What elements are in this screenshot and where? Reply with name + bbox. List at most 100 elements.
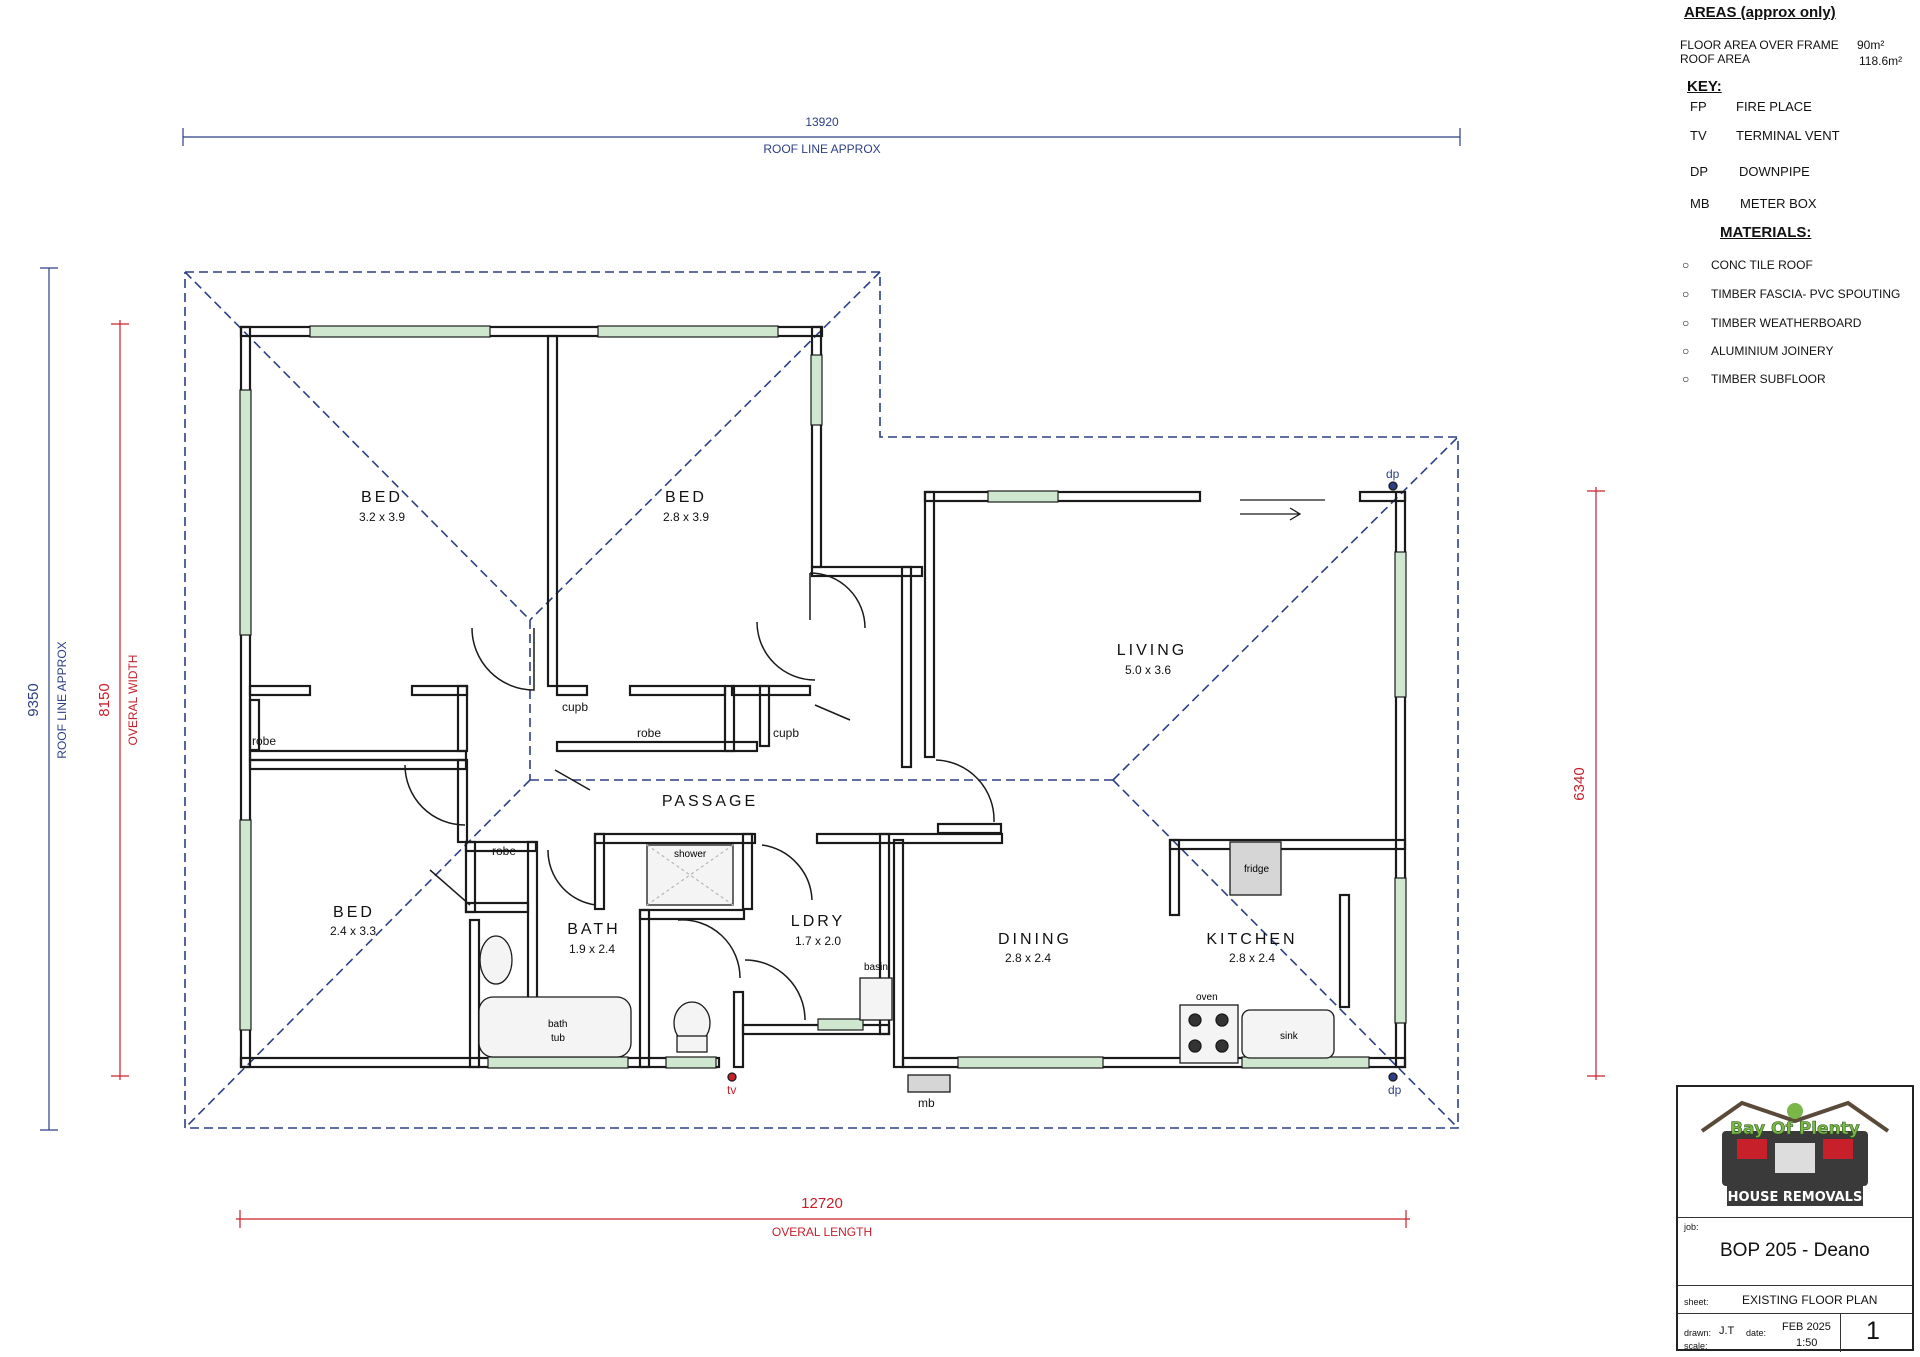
right-height-value: 6340: [1571, 767, 1588, 800]
downpipe-bottom-marker: [1388, 1072, 1398, 1082]
dimension-left-roof: 9350 ROOF LINE APPROX: [25, 267, 69, 1131]
job-name: BOP 205 - Deano: [1720, 1240, 1870, 1261]
drawn-label: drawn:: [1684, 1328, 1712, 1338]
meter-box: [907, 1074, 951, 1093]
room-labels: BED 3.2 x 3.9 BED 2.8 x 3.9 LIVING 5.0 x…: [330, 489, 1297, 965]
terminal-vent-marker: [727, 1072, 737, 1082]
key-desc-fp: FIRE PLACE: [1736, 99, 1812, 114]
dimension-right: 6340: [1571, 487, 1605, 1080]
windows: [239, 325, 1407, 1069]
roof-outline: [184, 271, 1459, 1129]
shower-tray: [646, 844, 734, 906]
room-name-bed3: BED: [333, 904, 375, 921]
room-name-bath: BATH: [567, 921, 620, 938]
terminal-vent-label: tv: [727, 1083, 736, 1097]
room-name-bed1: BED: [361, 489, 403, 506]
room-size-bath: 1.9 x 2.4: [569, 942, 615, 956]
material-item-3: TIMBER WEATHERBOARD: [1711, 316, 1862, 330]
walls: [239, 325, 1407, 1069]
robe-label-bed3: robe: [492, 844, 516, 858]
roof-length-value: 13920: [805, 115, 839, 129]
oven-box: [1179, 1004, 1239, 1064]
company-logo: Bay Of Plenty HOUSE REMOVALS: [1682, 1091, 1908, 1215]
material-bullet-5: ○: [1682, 372, 1690, 386]
sheet-label: sheet:: [1684, 1297, 1709, 1307]
material-item-2: TIMBER FASCIA- PVC SPOUTING: [1711, 287, 1901, 301]
downpipe-top-marker: [1388, 481, 1398, 491]
key-code-fp: FP: [1690, 99, 1707, 114]
dimension-top: 13920 ROOF LINE APPROX: [182, 115, 1461, 156]
fridge-label: fridge: [1244, 864, 1269, 875]
material-item-5: TIMBER SUBFLOOR: [1711, 372, 1826, 386]
sheet-name: EXISTING FLOOR PLAN: [1742, 1293, 1878, 1307]
area-row-floor-value: 90m²: [1857, 38, 1885, 52]
overall-length-value: 12720: [801, 1195, 843, 1212]
sheet-number: 1: [1866, 1317, 1880, 1345]
logo-text-top: Bay Of Plenty: [1730, 1119, 1860, 1139]
title-block: Bay Of Plenty HOUSE REMOVALS job: BOP 20…: [1676, 1085, 1914, 1352]
bath-tub-label-2: tub: [551, 1033, 565, 1044]
areas-title: AREAS (approx only): [1684, 4, 1836, 21]
sink-label: sink: [1280, 1031, 1299, 1042]
material-bullet-4: ○: [1682, 344, 1690, 358]
logo-graphic: Bay Of Plenty HOUSE REMOVALS: [1700, 1100, 1890, 1206]
roof-length-label: ROOF LINE APPROX: [763, 142, 880, 156]
room-name-dining: DINING: [998, 931, 1072, 948]
key-code-dp: DP: [1690, 164, 1709, 179]
room-name-laundry: LDRY: [791, 913, 845, 930]
overall-width-label: OVERAL WIDTH: [126, 655, 140, 746]
area-row-roof-label: ROOF AREA: [1680, 52, 1751, 66]
scale-value: 1:50: [1796, 1337, 1818, 1349]
robe-label-bed1: robe: [252, 734, 276, 748]
key-code-mb: MB: [1690, 196, 1710, 211]
job-cell: job: BOP 205 - Deano: [1678, 1217, 1912, 1286]
roof-width-value: 9350: [25, 683, 42, 716]
cupb-label-passage: cupb: [562, 700, 588, 714]
meter-box-label: mb: [918, 1096, 935, 1110]
room-size-living: 5.0 x 3.6: [1125, 663, 1171, 677]
drawn-by: J.T: [1719, 1325, 1735, 1337]
bath-tub-label: bath: [548, 1019, 567, 1030]
info-panel: AREAS (approx only) FLOOR AREA OVER FRAM…: [1676, 0, 1920, 400]
overall-length-label: OVERAL LENGTH: [772, 1225, 872, 1239]
room-name-passage: PASSAGE: [662, 793, 758, 810]
scale-label: scale:: [1684, 1341, 1708, 1351]
date-value: FEB 2025: [1782, 1321, 1831, 1333]
sheet-number-divider: [1840, 1314, 1841, 1352]
meta-cell: drawn: J.T date: FEB 2025 scale: 1:50 1: [1678, 1313, 1912, 1352]
entry-arrow-icon: [1240, 507, 1302, 521]
room-size-bed3: 2.4 x 3.3: [330, 924, 376, 938]
key-desc-mb: METER BOX: [1740, 196, 1817, 211]
robe-label-bed2: robe: [637, 726, 661, 740]
room-size-bed1: 3.2 x 3.9: [359, 510, 405, 524]
shower-label: shower: [674, 849, 707, 860]
room-name-living: LIVING: [1117, 642, 1187, 659]
room-name-kitchen: KITCHEN: [1206, 931, 1297, 948]
dimension-bottom: 12720 OVERAL LENGTH: [236, 1195, 1410, 1239]
kitchen-sink: [1241, 1009, 1335, 1059]
material-bullet-2: ○: [1682, 287, 1690, 301]
bath-tub: [478, 996, 632, 1058]
doors: [404, 572, 995, 1021]
material-item-4: ALUMINIUM JOINERY: [1711, 344, 1834, 358]
logo-text-bottom: HOUSE REMOVALS: [1728, 1190, 1863, 1205]
materials-title: MATERIALS:: [1720, 224, 1812, 241]
key-code-tv: TV: [1690, 128, 1707, 143]
key-desc-tv: TERMINAL VENT: [1736, 128, 1840, 143]
downpipe-bottom-label: dp: [1388, 1083, 1402, 1097]
fixture-labels: robe cupb robe cupb robe shower bath tub…: [252, 467, 1402, 1110]
room-size-kitchen: 2.8 x 2.4: [1229, 951, 1275, 965]
fridge-box: [1229, 841, 1282, 896]
cupb-label-bed2: cupb: [773, 726, 799, 740]
room-size-bed2: 2.8 x 3.9: [663, 510, 709, 524]
room-size-dining: 2.8 x 2.4: [1005, 951, 1051, 965]
dimension-left-overall: 8150 OVERAL WIDTH: [96, 320, 140, 1080]
key-desc-dp: DOWNPIPE: [1739, 164, 1810, 179]
material-item-1: CONC TILE ROOF: [1711, 258, 1813, 272]
basin-label: basin: [864, 962, 888, 973]
oven-label: oven: [1196, 992, 1218, 1003]
roof-width-label: ROOF LINE APPROX: [55, 641, 69, 758]
room-size-laundry: 1.7 x 2.0: [795, 934, 841, 948]
laundry-basin: [859, 977, 893, 1021]
